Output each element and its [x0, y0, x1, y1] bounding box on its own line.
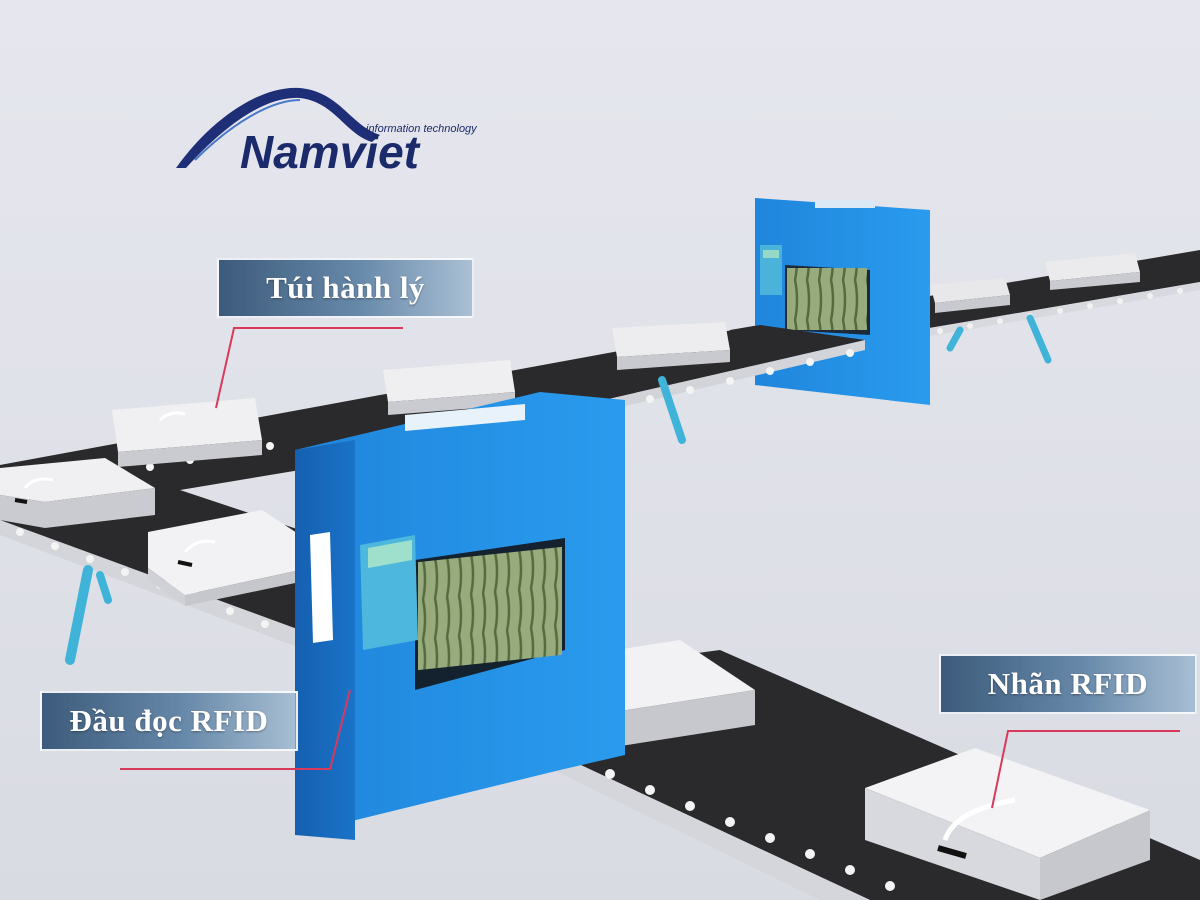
- logo-tagline-text: information technology: [366, 123, 478, 135]
- leader-line-bag: [215, 327, 403, 409]
- namviet-logo: Namviet information technology: [176, 87, 478, 178]
- leader-line-tag: [991, 730, 1180, 809]
- rfid-reader-far: [755, 198, 930, 405]
- luggage-box-group-left: [0, 458, 300, 606]
- logo-brand-text: Namviet: [240, 126, 421, 178]
- callout-luggage-bag: Túi hành lý: [217, 258, 474, 318]
- callout-rfid-reader: Đầu đọc RFID: [40, 691, 298, 751]
- callout-rfid-tag: Nhãn RFID: [939, 654, 1197, 714]
- luggage-box-group-back: [112, 322, 730, 467]
- rfid-reader-main: [295, 392, 625, 840]
- leader-lines: [120, 327, 1180, 809]
- leader-line-reader: [120, 689, 351, 770]
